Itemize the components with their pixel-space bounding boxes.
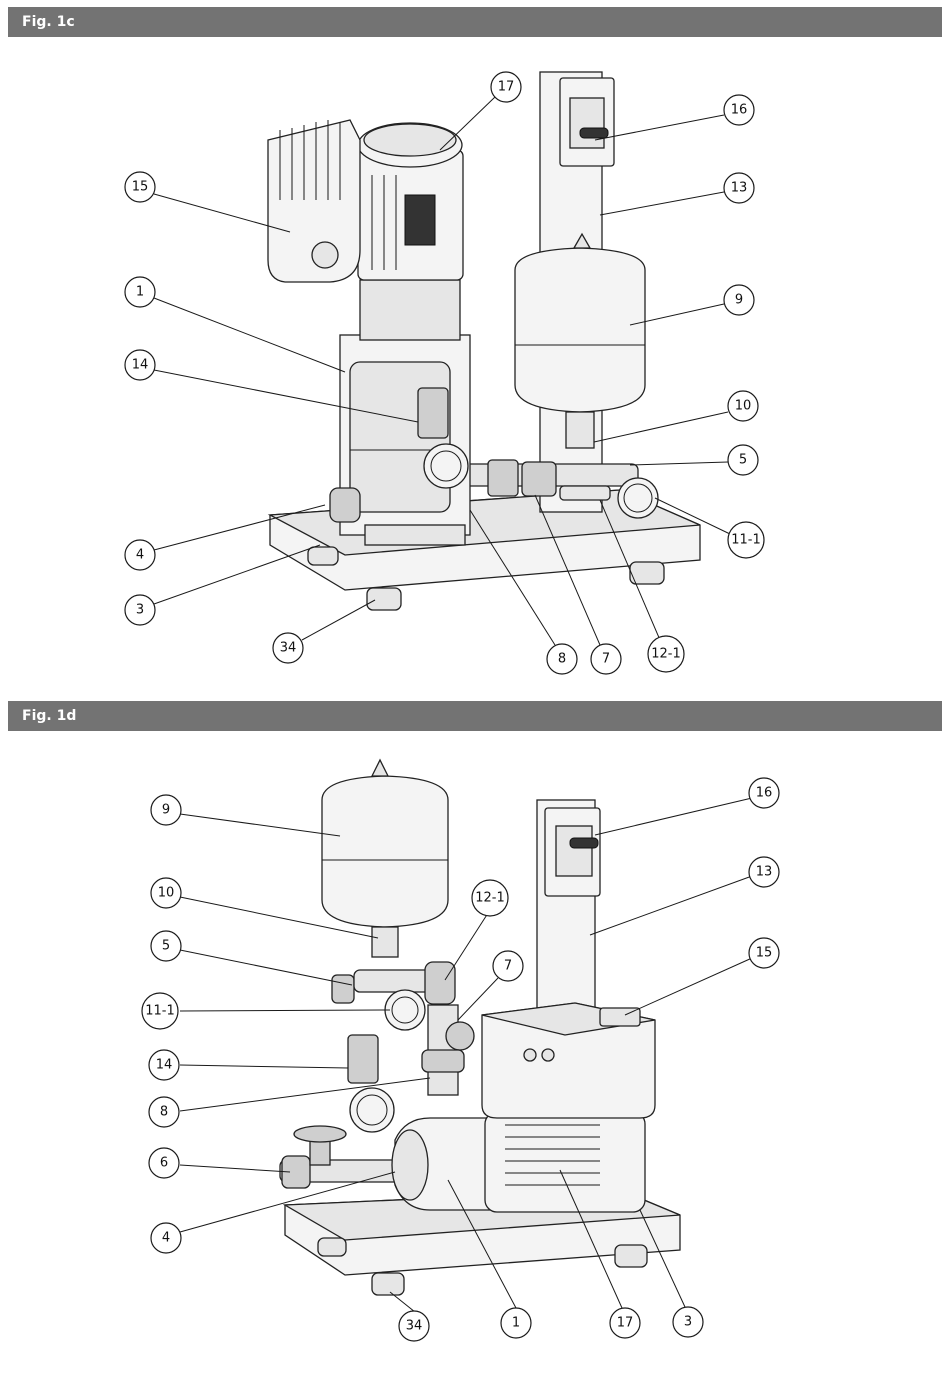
callout-1d-14: 14 xyxy=(149,1050,179,1080)
callout-1c-9: 9 xyxy=(724,285,754,315)
callout-label: 12-1 xyxy=(475,891,505,906)
tank-valve-10-1c xyxy=(566,412,594,448)
motor-17-1d xyxy=(485,1112,645,1212)
callout-1d-34: 34 xyxy=(399,1311,429,1341)
callout-label: 4 xyxy=(162,1231,170,1246)
callout-1c-8: 8 xyxy=(547,644,577,674)
callout-1c-15: 15 xyxy=(125,172,155,202)
callout-1d-11-1: 11-1 xyxy=(142,993,178,1029)
callout-1d-3: 3 xyxy=(673,1307,703,1337)
callout-label: 17 xyxy=(498,80,515,95)
callout-label: 1 xyxy=(512,1316,520,1331)
callout-1d-17: 17 xyxy=(610,1308,640,1338)
callout-label: 6 xyxy=(160,1156,168,1171)
tank-valve-10-1d xyxy=(372,927,398,957)
callout-label: 10 xyxy=(735,399,752,414)
callout-label: 15 xyxy=(756,946,773,961)
callout-label: 13 xyxy=(756,865,773,880)
motor-flange-1c xyxy=(360,280,460,340)
callout-label: 12-1 xyxy=(651,647,681,662)
callout-1c-12-1: 12-1 xyxy=(648,636,684,672)
tank-9-1c xyxy=(515,248,645,412)
callout-label: 4 xyxy=(136,548,144,563)
callout-label: 13 xyxy=(731,181,748,196)
callout-1c-1: 1 xyxy=(125,277,155,307)
callout-1c-14: 14 xyxy=(125,350,155,380)
callout-1c-34: 34 xyxy=(273,633,303,663)
callout-label: 7 xyxy=(602,652,610,667)
callout-1d-16: 16 xyxy=(749,778,779,808)
callout-1c-5: 5 xyxy=(728,445,758,475)
callout-1c-11-1: 11-1 xyxy=(728,522,764,558)
callout-1c-3: 3 xyxy=(125,595,155,625)
callout-label: 3 xyxy=(684,1315,692,1330)
callout-1d-7: 7 xyxy=(493,951,523,981)
fig-1d-drawing xyxy=(280,760,680,1295)
callout-label: 3 xyxy=(136,603,144,618)
callout-1d-4: 4 xyxy=(151,1223,181,1253)
fig-1c-drawing xyxy=(268,72,700,610)
callout-label: 14 xyxy=(132,358,149,373)
callout-label: 8 xyxy=(160,1105,168,1120)
callout-1d-6: 6 xyxy=(149,1148,179,1178)
gauge-11-1-1d xyxy=(385,990,425,1030)
callout-label: 14 xyxy=(156,1058,173,1073)
callout-1c-17: 17 xyxy=(491,72,521,102)
callout-label: 9 xyxy=(735,293,743,308)
callout-label: 8 xyxy=(558,652,566,667)
callout-1d-13: 13 xyxy=(749,857,779,887)
pressure-switch-14-1d xyxy=(348,1035,378,1083)
callout-1c-13: 13 xyxy=(724,173,754,203)
callout-label: 5 xyxy=(162,939,170,954)
callout-label: 10 xyxy=(158,886,175,901)
callout-1d-5: 5 xyxy=(151,931,181,961)
callout-label: 9 xyxy=(162,803,170,818)
tank-9-1d xyxy=(322,776,448,927)
callout-1c-16: 16 xyxy=(724,95,754,125)
callout-label: 34 xyxy=(406,1319,423,1334)
callout-1d-8: 8 xyxy=(149,1097,179,1127)
inlet-4-1c xyxy=(330,488,360,522)
callout-1c-7: 7 xyxy=(591,644,621,674)
foot-34-1c xyxy=(367,588,401,610)
callout-1d-10: 10 xyxy=(151,878,181,908)
callout-1c-10: 10 xyxy=(728,391,758,421)
callout-1d-12-1: 12-1 xyxy=(472,880,508,916)
callout-label: 5 xyxy=(739,453,747,468)
callout-label: 15 xyxy=(132,180,149,195)
callout-label: 16 xyxy=(756,786,773,801)
pressure-switch-14-1c xyxy=(418,388,448,438)
callout-1d-15: 15 xyxy=(749,938,779,968)
callout-1c-4: 4 xyxy=(125,540,155,570)
callout-label: 17 xyxy=(617,1316,634,1331)
callout-1d-1: 1 xyxy=(501,1308,531,1338)
callout-label: 11-1 xyxy=(731,533,761,548)
callout-label: 34 xyxy=(280,641,297,656)
callout-label: 11-1 xyxy=(145,1004,175,1019)
callout-1d-9: 9 xyxy=(151,795,181,825)
callout-label: 16 xyxy=(731,103,748,118)
callout-label: 1 xyxy=(136,285,144,300)
foot-34-1d xyxy=(372,1273,404,1295)
callout-label: 7 xyxy=(504,959,512,974)
